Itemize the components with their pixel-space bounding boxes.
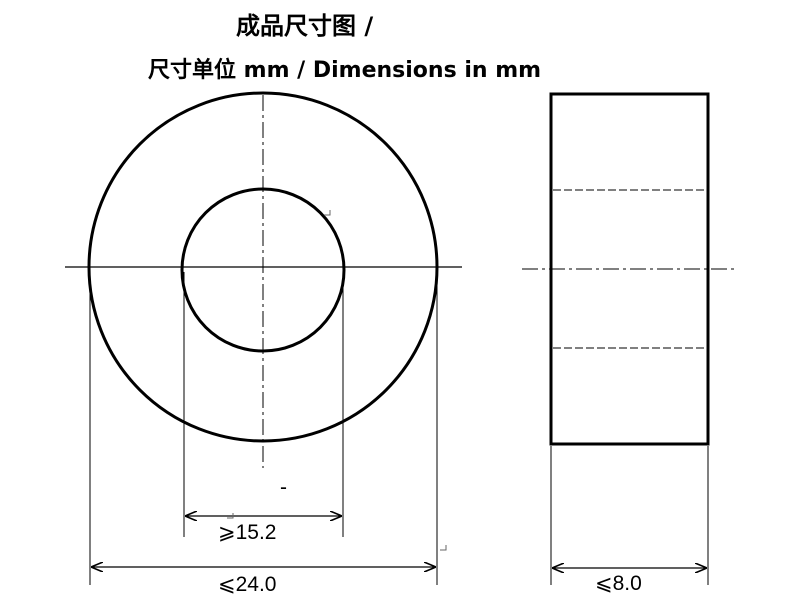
return-mark: [324, 210, 331, 216]
front-view: - ⩾15.2 ⩽24.0: [65, 91, 462, 596]
side-view: ⩽8.0: [522, 92, 736, 595]
inner-diameter-label: ⩾15.2: [218, 521, 276, 544]
outer-diameter-label: ⩽24.0: [218, 573, 276, 596]
return-mark: [227, 513, 234, 519]
height-label: ⩽8.0: [595, 572, 642, 595]
units-subtitle: 尺寸单位 mm / Dimensions in mm: [148, 58, 542, 83]
inner-circle: [180, 187, 346, 353]
return-mark: [440, 545, 447, 551]
stray-mark: -: [280, 476, 287, 499]
drawing-title: 成品尺寸图 /: [236, 12, 374, 40]
